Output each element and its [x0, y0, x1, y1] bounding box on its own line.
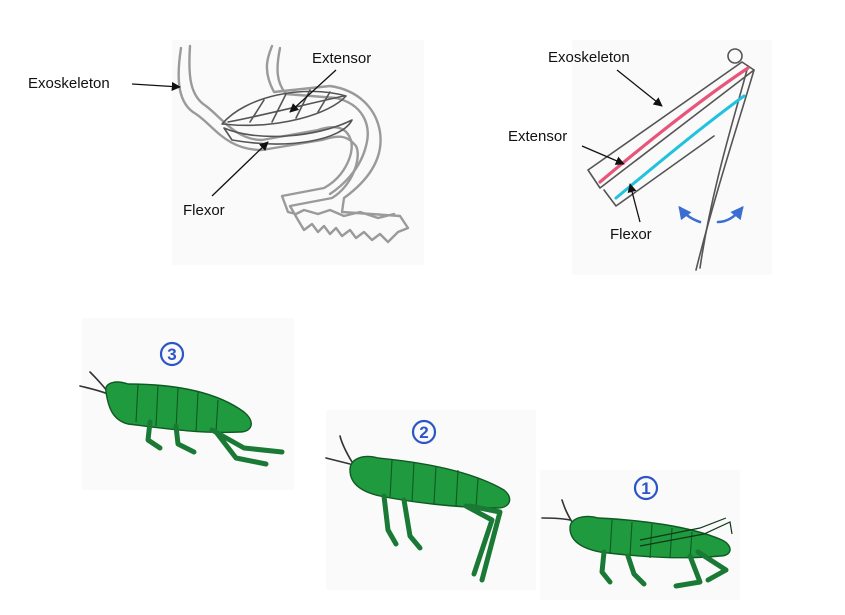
pointer-flexor-leg	[211, 141, 269, 197]
step-3-number-circle	[159, 341, 185, 367]
label-exoskeleton-leg: Exoskeleton	[28, 75, 110, 92]
pointer-exoskeleton-leg	[131, 81, 181, 92]
leg-extensor-striation-1	[249, 99, 265, 123]
pointer-flexor-lever	[627, 183, 641, 223]
step-1-segments	[609, 519, 693, 559]
step-1-mid-leg	[625, 553, 647, 587]
rotation-arrow-left	[678, 205, 702, 224]
lever-tibia-inner	[699, 65, 749, 269]
label-flexor-lever: Flexor	[610, 226, 652, 243]
lever-model-panel: Exoskeleton Extensor Flexor	[508, 40, 772, 275]
step-2-front-leg	[381, 493, 399, 547]
step-1-antenna	[541, 499, 573, 523]
step-2-segments	[389, 459, 479, 509]
label-exoskeleton-lever: Exoskeleton	[548, 49, 630, 66]
leg-anatomy-panel: Exoskeleton Extensor Flexor	[28, 40, 424, 265]
jump-step-1: 1	[540, 470, 740, 600]
lever-panel-paper	[572, 40, 772, 275]
leg-extensor-striation-4	[317, 91, 331, 113]
step-2-number-circle	[411, 419, 437, 445]
leg-exoskeleton-outline	[177, 44, 410, 244]
leg-tibia-outline	[276, 46, 369, 196]
rotation-arrow-right	[716, 205, 744, 224]
step-3-front-leg	[145, 419, 163, 451]
step-2-number: 2	[419, 423, 428, 442]
step-3-hind-leg	[209, 427, 285, 467]
lever-joint-knob	[727, 48, 743, 64]
jump-sequence-panel: 3 2 1	[79, 318, 740, 600]
step-3-mid-leg	[173, 423, 197, 455]
lever-extensor-muscle	[598, 66, 750, 184]
pointer-extensor-leg	[289, 69, 337, 113]
leg-extensor-striation-3	[295, 89, 311, 119]
leg-flexor-muscle	[223, 119, 353, 145]
lever-tibia	[695, 69, 755, 271]
leg-extensor-striation-2	[271, 93, 287, 123]
step-1-hind-leg	[673, 549, 729, 589]
lever-lower-arm	[603, 135, 715, 207]
label-extensor-leg: Extensor	[312, 50, 371, 67]
jump-step-3: 3	[79, 318, 294, 490]
step-1-hind-leg-raised	[639, 517, 733, 547]
step-1-front-leg	[599, 549, 613, 585]
step-2-mid-leg	[401, 497, 423, 551]
step-2-hind-leg	[463, 503, 503, 583]
leg-extensor-muscle	[221, 90, 347, 127]
jump-step-2: 2	[325, 410, 536, 590]
pointer-exoskeleton-lever	[616, 69, 663, 107]
step-1-number-circle	[633, 475, 659, 501]
step-3-body	[105, 381, 252, 434]
step-3-segments	[135, 383, 219, 433]
step-3-number: 3	[167, 345, 176, 364]
pointer-extensor-lever	[581, 145, 625, 165]
step-2-antenna	[325, 435, 353, 465]
leg-extensor-midline	[227, 95, 345, 123]
leg-panel-paper	[172, 40, 424, 265]
label-flexor-leg: Flexor	[183, 202, 225, 219]
step-1-number: 1	[641, 479, 650, 498]
label-extensor-lever: Extensor	[508, 128, 567, 145]
